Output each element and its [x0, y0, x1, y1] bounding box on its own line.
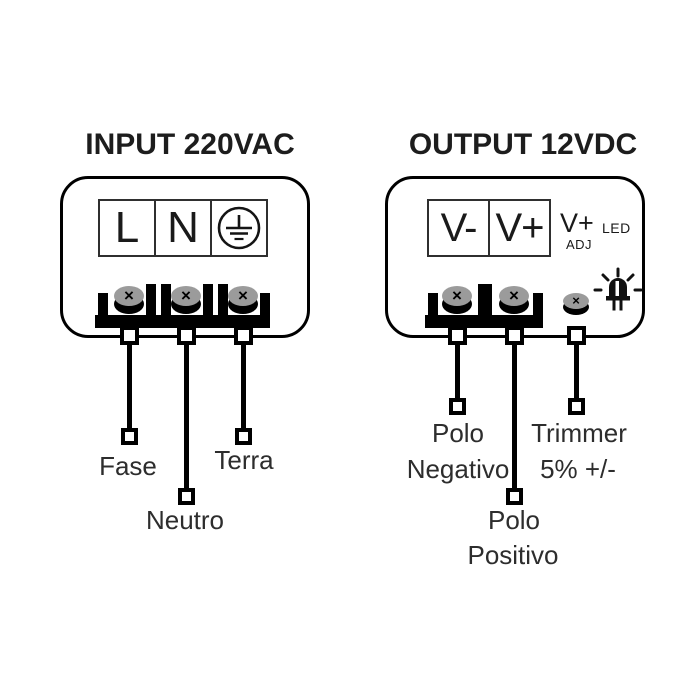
- fase-label: Fase: [99, 451, 157, 481]
- input-bracket-divider: [218, 284, 228, 316]
- output-terminal-strip: V- V+: [427, 199, 551, 257]
- input-terminal-strip: L N: [98, 199, 268, 257]
- polo-negativo-label-line2: Negativo: [406, 454, 510, 484]
- vadj-label-line2: ADJ: [566, 237, 593, 252]
- wire-endpoint-positivo: [505, 487, 523, 505]
- led-icon: [592, 266, 644, 318]
- output-bracket-wall: [428, 293, 438, 316]
- screw-terminal-terra: ×: [228, 286, 258, 314]
- screw-head-icon: ×: [114, 286, 144, 306]
- screw-head-icon: ×: [563, 293, 589, 309]
- screw-terminal-negativo: ×: [442, 286, 472, 314]
- wire-endpoint-negativo: [448, 397, 466, 415]
- output-bracket-divider: [478, 284, 492, 316]
- terminal-cell-vminus: V-: [427, 199, 490, 257]
- wire-endpoint-trimmer: [567, 397, 585, 415]
- screw-head-icon: ×: [228, 286, 258, 306]
- wire-trimmer: [573, 343, 579, 399]
- terminal-cell-l: L: [98, 199, 156, 257]
- trimmer-label-line2: 5% +/-: [540, 454, 616, 484]
- screw-terminal-neutro: ×: [171, 286, 201, 314]
- neutro-label: Neutro: [145, 505, 225, 535]
- input-bracket-divider: [203, 284, 213, 316]
- protective-earth-icon: [216, 205, 262, 251]
- output-section-title: OUTPUT 12VDC: [408, 128, 638, 161]
- input-bracket-wall: [98, 293, 108, 316]
- input-bracket-wall: [260, 293, 270, 316]
- led-label: LED: [602, 220, 631, 236]
- polo-positivo-label-line1: Polo: [487, 505, 541, 535]
- input-bracket-divider: [161, 284, 171, 316]
- wire-endpoint-neutro: [177, 487, 195, 505]
- screw-head-icon: ×: [499, 286, 529, 306]
- wire-connector-negativo: [447, 326, 467, 345]
- wire-terra: [240, 343, 246, 429]
- wire-endpoint-terra: [234, 427, 252, 445]
- polo-negativo-label-line1: Polo: [431, 418, 485, 448]
- vadj-label-line1: V+: [560, 208, 594, 238]
- wire-endpoint-fase: [120, 427, 138, 445]
- wire-connector-neutro: [176, 326, 196, 345]
- output-bracket-wall: [533, 293, 543, 316]
- input-section-title: INPUT 220VAC: [85, 128, 295, 161]
- wire-connector-trimmer: [566, 326, 586, 345]
- terra-label: Terra: [214, 445, 274, 475]
- wire-connector-positivo: [504, 326, 524, 345]
- wire-fase: [126, 343, 132, 429]
- wire-polo-positivo: [511, 343, 517, 489]
- wire-neutro: [183, 343, 189, 489]
- wire-connector-terra: [233, 326, 253, 345]
- terminal-cell-n: N: [154, 199, 212, 257]
- screw-terminal-fase: ×: [114, 286, 144, 314]
- screw-terminal-positivo: ×: [499, 286, 529, 314]
- wire-connector-fase: [119, 326, 139, 345]
- polo-positivo-label-line2: Positivo: [467, 540, 559, 570]
- screw-head-icon: ×: [171, 286, 201, 306]
- output-terminal-bar: [425, 315, 543, 328]
- trimmer-screw: ×: [563, 293, 589, 315]
- screw-head-icon: ×: [442, 286, 472, 306]
- terminal-cell-vplus: V+: [488, 199, 551, 257]
- wire-polo-negativo: [454, 343, 460, 399]
- trimmer-label-line1: Trimmer: [531, 418, 627, 448]
- input-terminal-bar: [95, 315, 270, 328]
- input-bracket-divider: [146, 284, 156, 316]
- terminal-cell-ground: [210, 199, 268, 257]
